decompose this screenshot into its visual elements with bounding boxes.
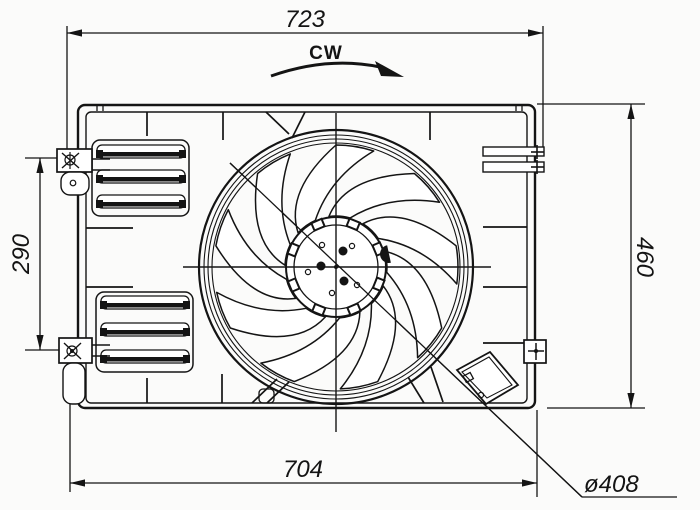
fan-blade — [339, 285, 397, 390]
hub-tab — [346, 302, 362, 317]
hub-tab — [310, 302, 327, 317]
motor-connector — [455, 350, 520, 406]
shroud-frame — [76, 103, 537, 410]
dim-right-height-label: 460 — [631, 237, 658, 278]
dimension-arrowheads — [36, 29, 635, 487]
dim-left-span-label: 290 — [8, 233, 35, 275]
cw-arrow-icon — [270, 61, 404, 78]
hub-screw-holes — [316, 246, 349, 286]
fan-blade — [215, 208, 297, 300]
fan-blade — [260, 311, 361, 383]
fan-blade — [254, 153, 292, 266]
hub-tab — [310, 217, 326, 232]
hub-keyway — [380, 245, 391, 263]
mount-bracket-top-right — [482, 145, 545, 174]
hub-tab — [371, 276, 386, 293]
fan-blade — [362, 216, 459, 285]
mount-bracket-bottom-right — [523, 339, 547, 364]
hub-pilot-holes — [304, 241, 361, 297]
fan-blades — [215, 144, 459, 390]
mount-bracket-top-left — [56, 148, 110, 196]
dim-top-width-label: 723 — [285, 6, 326, 33]
mount-bracket-bottom-left — [58, 337, 110, 405]
diameter-leader-line — [229, 162, 583, 498]
dim-bottom-width-label: 704 — [283, 456, 323, 483]
dim-fan-diameter-label: ø408 — [584, 471, 639, 498]
hub-mount-tabs — [286, 217, 386, 317]
hub-tab — [286, 241, 301, 258]
fan-blade — [328, 172, 441, 219]
hub-tab — [286, 277, 301, 293]
louver-vents-top — [91, 139, 190, 217]
fan-blade — [215, 291, 327, 338]
fan-blade — [294, 144, 375, 234]
rotation-direction-label: CW — [309, 43, 343, 64]
hub-tab — [345, 217, 362, 232]
louver-vents-bottom — [95, 291, 194, 373]
centerlines — [183, 113, 491, 432]
